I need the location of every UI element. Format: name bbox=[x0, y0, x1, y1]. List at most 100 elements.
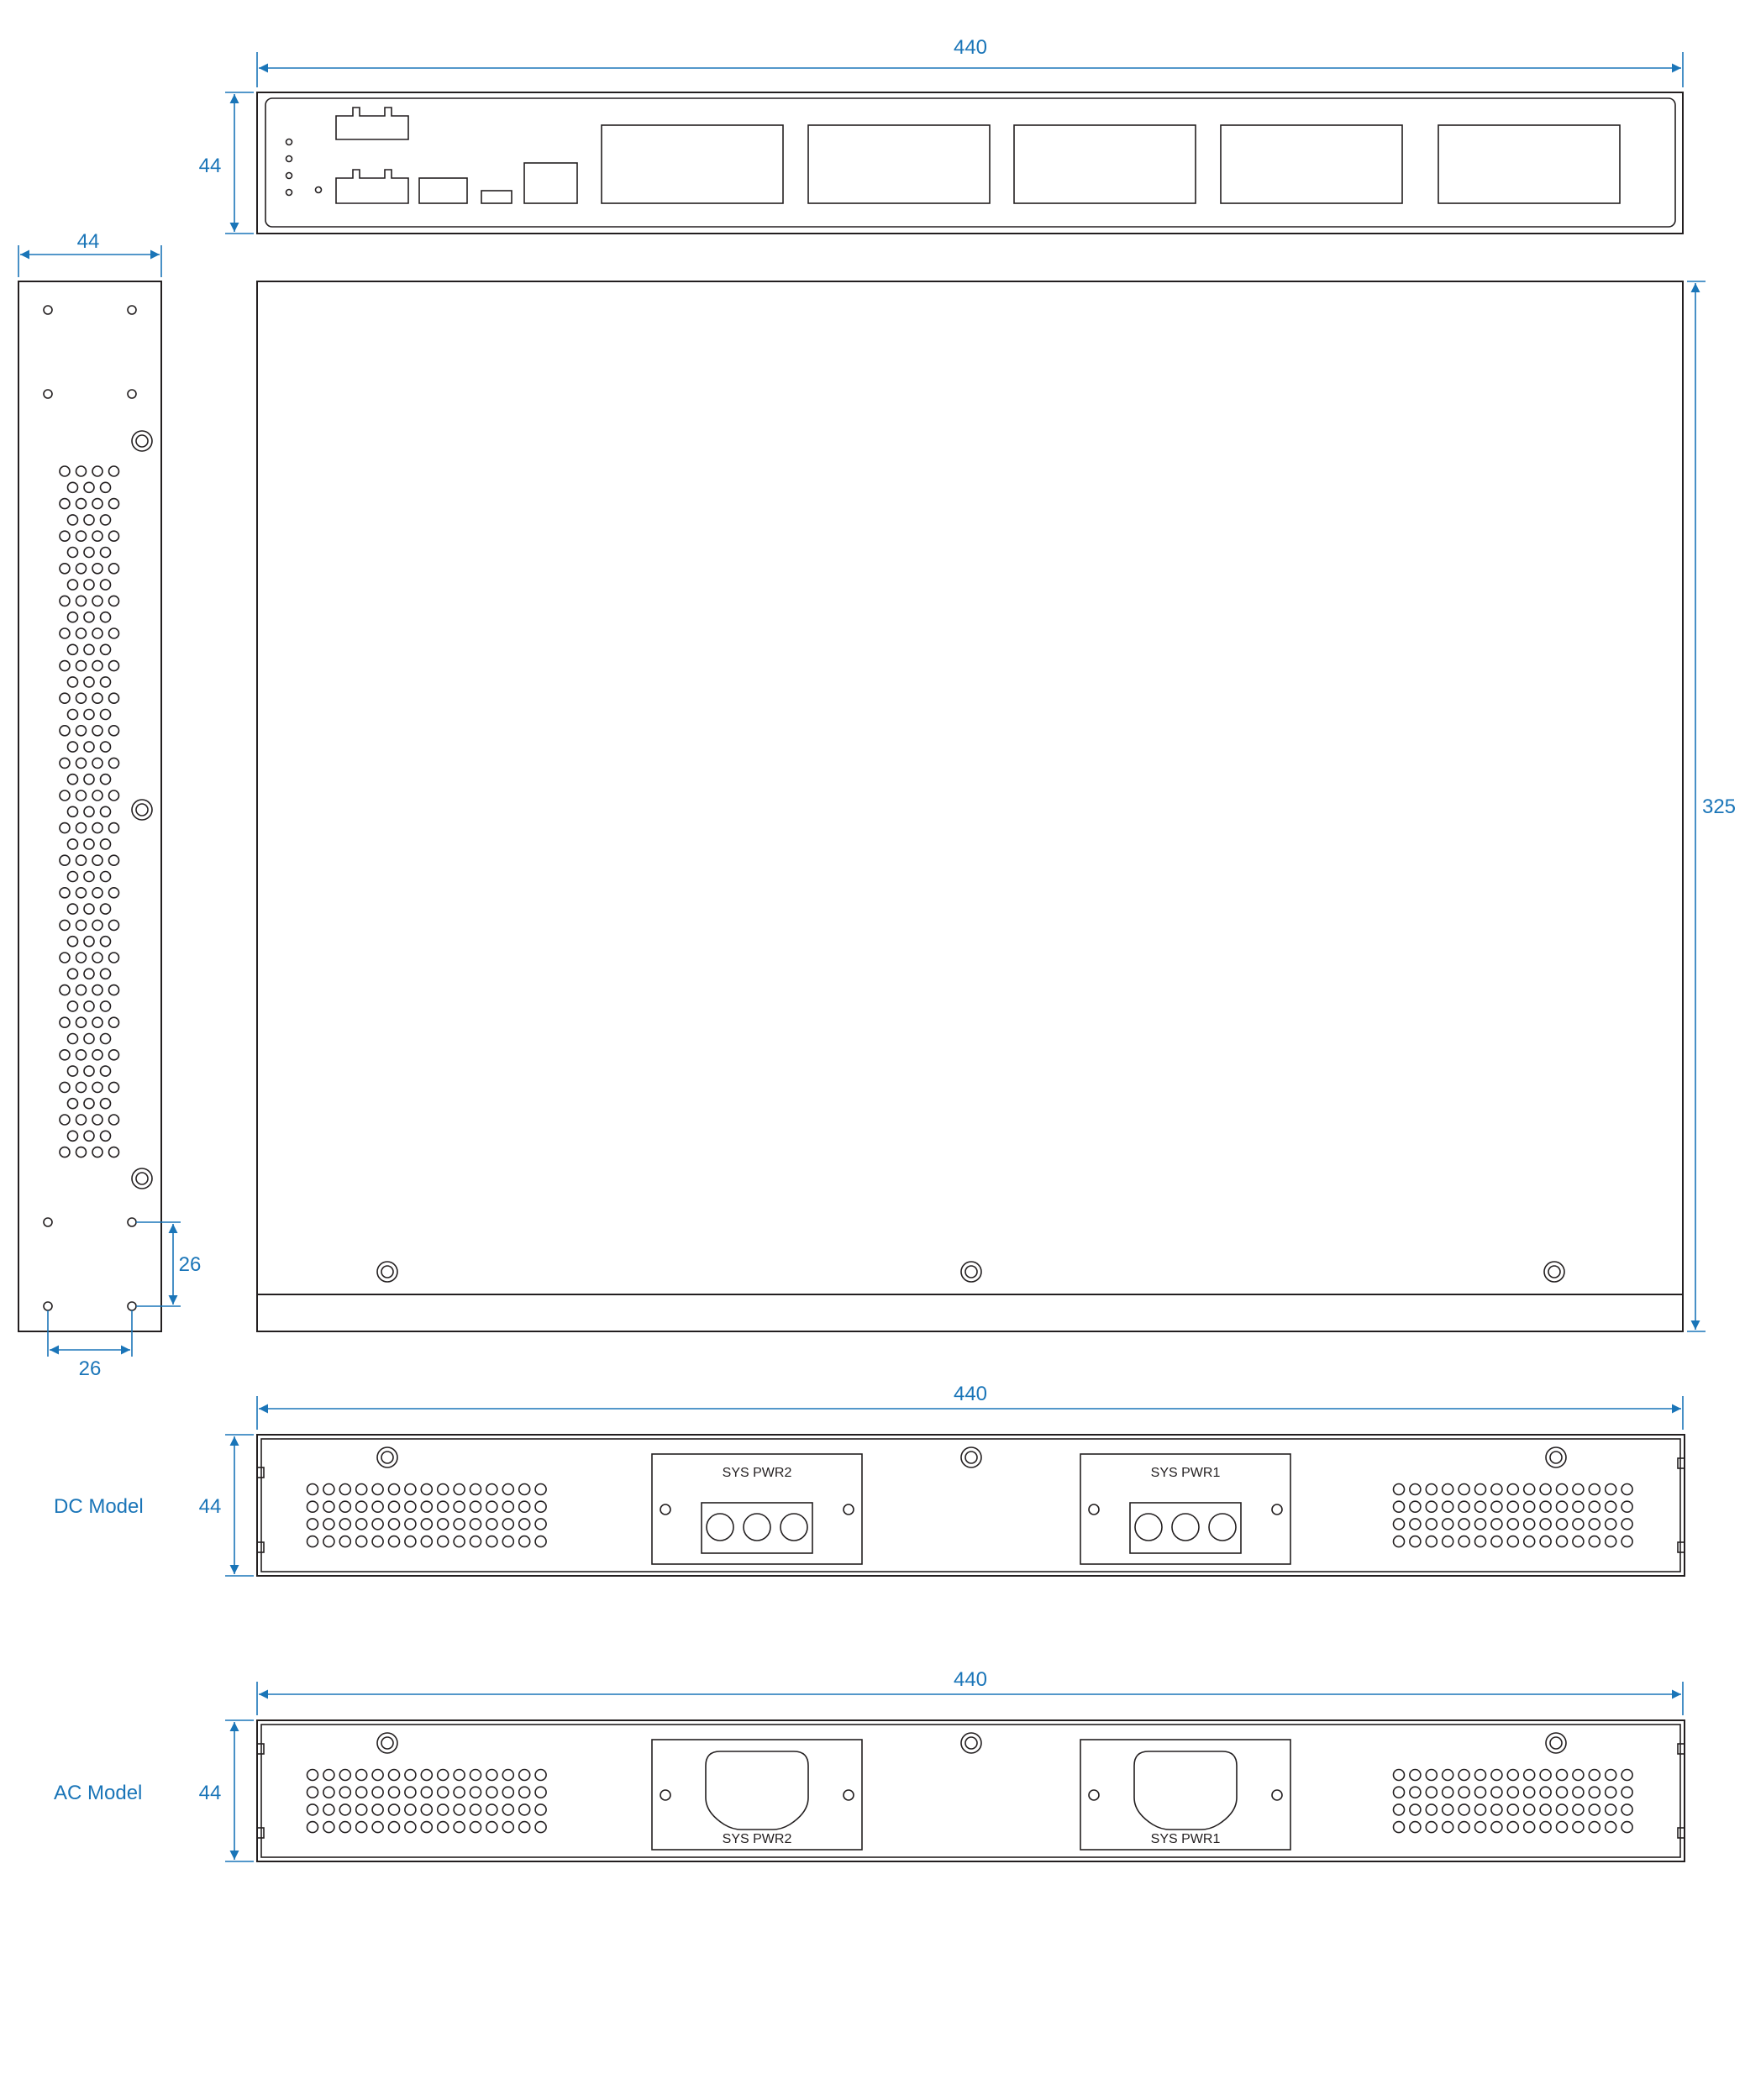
vent-hole bbox=[83, 514, 95, 526]
vent-hole bbox=[108, 822, 120, 834]
vent-hole bbox=[486, 1500, 498, 1513]
vent-hole bbox=[420, 1500, 434, 1513]
ac-pwr1-label: SYS PWR1 bbox=[1151, 1832, 1221, 1846]
vent-hole bbox=[92, 1114, 103, 1126]
rj45-port bbox=[523, 162, 578, 204]
sfp-cage bbox=[807, 124, 991, 204]
vent-hole bbox=[404, 1820, 417, 1834]
vent-hole bbox=[1474, 1500, 1487, 1513]
vent-hole bbox=[92, 919, 103, 932]
vent-hole bbox=[1392, 1518, 1406, 1530]
vent-hole bbox=[108, 595, 120, 607]
vent-hole bbox=[75, 465, 87, 477]
vent-hole bbox=[1392, 1500, 1406, 1513]
vent-hole bbox=[453, 1483, 465, 1496]
vent-hole bbox=[1572, 1535, 1585, 1548]
vent-hole bbox=[66, 1000, 79, 1012]
vent-hole bbox=[387, 1803, 401, 1816]
reset-pinhole bbox=[314, 186, 323, 194]
module-screw bbox=[1271, 1789, 1283, 1801]
vent-hole bbox=[355, 1786, 368, 1798]
vent-hole bbox=[75, 562, 87, 575]
vent-hole bbox=[99, 481, 112, 494]
vent-hole bbox=[436, 1786, 449, 1798]
vent-hole bbox=[59, 562, 71, 575]
vent-hole bbox=[1474, 1518, 1487, 1530]
vent-hole bbox=[92, 1146, 103, 1158]
vent-hole bbox=[323, 1500, 335, 1513]
vent-hole bbox=[66, 870, 79, 883]
vent-hole bbox=[59, 919, 71, 932]
vent-hole bbox=[99, 968, 112, 980]
ac-width-value: 440 bbox=[954, 1668, 987, 1691]
vent-hole bbox=[1539, 1786, 1552, 1798]
vent-hole bbox=[1555, 1518, 1569, 1530]
dc-rear-tab bbox=[1677, 1457, 1685, 1469]
vent-hole bbox=[1588, 1803, 1601, 1816]
vent-hole bbox=[1621, 1483, 1633, 1496]
vent-hole bbox=[1506, 1768, 1520, 1782]
vent-hole bbox=[99, 708, 112, 721]
mounting-hole bbox=[43, 1301, 53, 1311]
side-screw bbox=[131, 1168, 153, 1189]
sfp-cage bbox=[1438, 124, 1621, 204]
vent-hole bbox=[59, 887, 71, 899]
vent-hole bbox=[1621, 1500, 1633, 1513]
vent-hole bbox=[1572, 1803, 1585, 1816]
vent-hole bbox=[83, 903, 95, 915]
vent-hole bbox=[75, 530, 87, 543]
vent-hole bbox=[1588, 1500, 1601, 1513]
ac-height-dimension: 44 bbox=[199, 1719, 254, 1862]
side-hole-vertical-value: 26 bbox=[179, 1253, 202, 1276]
vent-hole bbox=[1588, 1535, 1601, 1548]
vent-hole bbox=[108, 757, 120, 769]
vent-hole bbox=[83, 643, 95, 656]
vent-hole bbox=[1441, 1820, 1454, 1834]
vent-hole bbox=[66, 1032, 79, 1045]
vent-hole bbox=[1539, 1518, 1552, 1530]
vent-hole bbox=[371, 1500, 384, 1513]
vent-hole bbox=[371, 1518, 384, 1530]
vent-hole bbox=[59, 854, 71, 866]
dc-terminal-block bbox=[1129, 1502, 1242, 1554]
vent-hole bbox=[1555, 1820, 1569, 1834]
vent-hole bbox=[1522, 1803, 1536, 1816]
vent-hole bbox=[75, 659, 87, 672]
vent-hole bbox=[1409, 1820, 1422, 1834]
console-port-top bbox=[335, 107, 409, 140]
ac-vent-left bbox=[306, 1768, 547, 1834]
dc-terminal bbox=[780, 1513, 808, 1541]
vent-hole bbox=[1490, 1483, 1503, 1496]
dc-height-dimension: 44 bbox=[199, 1434, 254, 1577]
vent-hole bbox=[355, 1483, 368, 1496]
led-indicator bbox=[285, 155, 293, 163]
vent-hole bbox=[83, 773, 95, 785]
vent-hole bbox=[99, 870, 112, 883]
vent-hole bbox=[1474, 1483, 1487, 1496]
vent-hole bbox=[404, 1803, 417, 1816]
vent-hole bbox=[1588, 1518, 1601, 1530]
micro-usb-port bbox=[481, 190, 512, 204]
vent-hole bbox=[99, 611, 112, 623]
vent-hole bbox=[1621, 1518, 1633, 1530]
dc-rear-tab bbox=[1677, 1541, 1685, 1553]
vent-hole bbox=[59, 627, 71, 639]
vent-hole bbox=[339, 1786, 352, 1798]
vent-hole bbox=[387, 1518, 401, 1530]
vent-hole bbox=[420, 1518, 434, 1530]
vent-hole bbox=[99, 1130, 112, 1142]
vent-hole bbox=[323, 1803, 335, 1816]
vent-hole bbox=[534, 1518, 547, 1530]
dc-power-module-frame bbox=[1080, 1453, 1291, 1565]
vent-hole bbox=[1425, 1803, 1438, 1816]
vent-hole bbox=[518, 1535, 531, 1548]
module-screw bbox=[660, 1504, 671, 1515]
top-depth-value: 325 bbox=[1702, 795, 1736, 818]
vent-hole bbox=[75, 1146, 87, 1158]
vent-hole bbox=[486, 1768, 498, 1782]
dc-rear-view: SYS PWR2 SYS PWR1 DC Model 440 44 bbox=[54, 1383, 1685, 1577]
vent-hole bbox=[1458, 1803, 1470, 1816]
vent-hole bbox=[1441, 1803, 1454, 1816]
vent-hole bbox=[59, 692, 71, 705]
vent-hole bbox=[92, 1016, 103, 1028]
